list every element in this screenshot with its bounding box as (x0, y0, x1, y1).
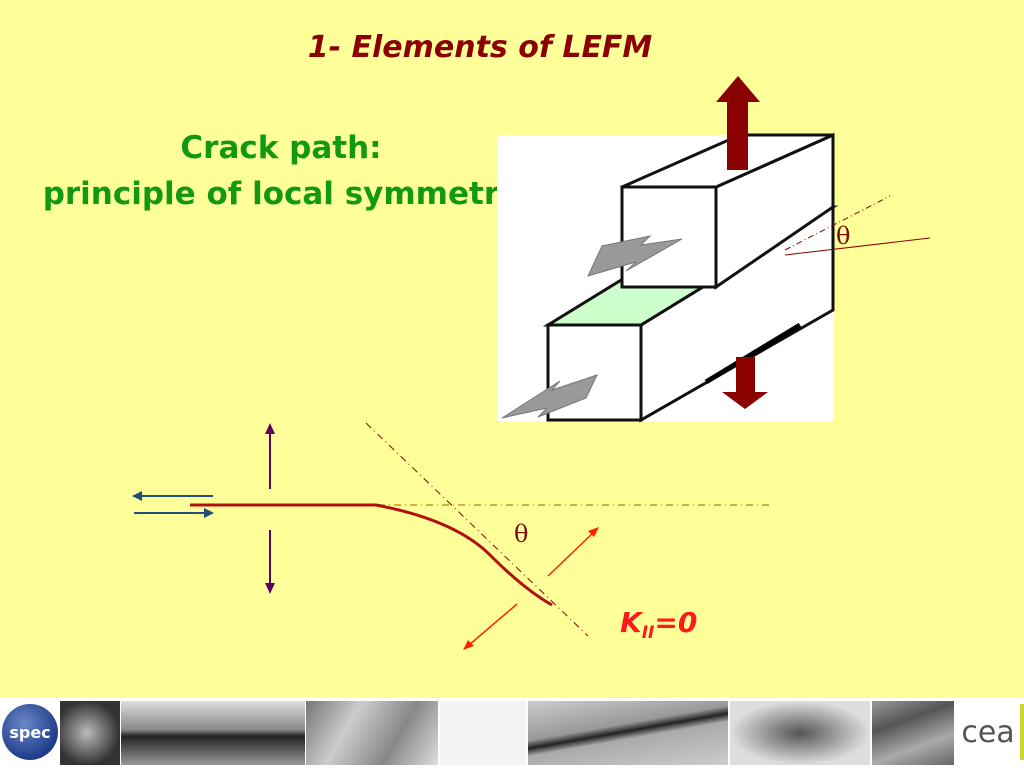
block-theta-solid-line (784, 237, 931, 256)
surface-plot-image (730, 701, 870, 765)
kink-arrow-up (547, 531, 595, 577)
slide-subtitle: Crack path: principle of local symmetry (0, 125, 562, 217)
k2-zero-label: KII=0 (620, 606, 698, 643)
crack-front-line (704, 322, 802, 385)
shear-arrow-upper (587, 235, 683, 277)
shear-arrow-left-top-head (132, 491, 142, 501)
block-diagram (497, 76, 931, 423)
kink-arrow-up-head (588, 527, 599, 537)
specimen-image (121, 701, 305, 765)
footer-image-strip: spec cea (0, 698, 1024, 768)
molecule-image (440, 701, 526, 765)
opening-arrow-up-head (265, 423, 275, 434)
crack-path (190, 503, 553, 607)
slide-title: 1- Elements of LEFM (307, 30, 653, 65)
crack-theta-label: θ (514, 520, 529, 548)
spec-logo: spec (2, 704, 58, 760)
crack-micrograph-image (528, 701, 728, 765)
downward-load-arrow (722, 357, 768, 409)
subtitle-line-1: Crack path: (180, 130, 382, 166)
kink-arrow-down (468, 603, 518, 646)
wavy-texture-image (872, 701, 954, 765)
shear-arrow-lower (501, 374, 598, 419)
micrograph-image-1 (306, 701, 438, 765)
diagonal-reference-line (365, 422, 589, 637)
fracture-glass-image (60, 701, 120, 765)
opening-arrow-down-head (265, 583, 275, 594)
subtitle-line-2: principle of local symmetry (42, 176, 520, 212)
cea-logo: cea (956, 704, 1024, 760)
shear-arrow-left-bottom-head (204, 508, 214, 518)
kink-arrow-down-head (463, 640, 474, 650)
crack-path-diagram (132, 422, 772, 650)
upward-load-arrow (716, 76, 760, 170)
upper-block-front (620, 185, 718, 289)
block-theta-label: θ (836, 222, 851, 250)
